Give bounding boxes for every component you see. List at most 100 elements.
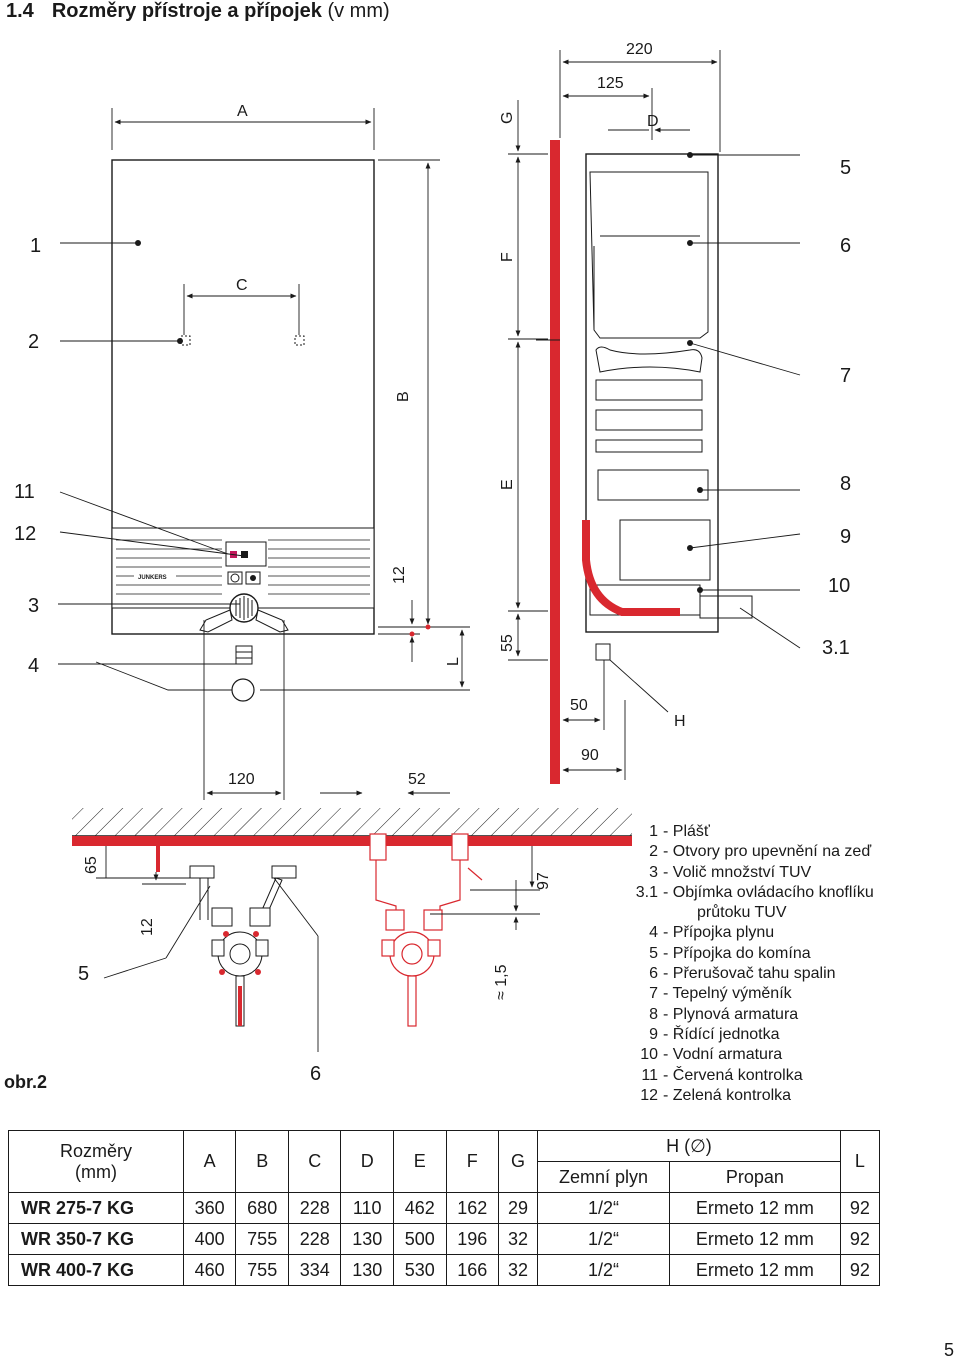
section-title: Rozměry přístroje a přípojek — [51, 0, 322, 22]
legend-item: 6- Přerušovač tahu spalin — [634, 964, 874, 984]
wall-hatching — [72, 808, 632, 836]
col-header-g: G — [498, 1130, 539, 1193]
red-gas-pipe — [582, 520, 680, 616]
legend-item: 1 - Plášť — [634, 822, 874, 842]
dim-c-label: C — [236, 277, 248, 294]
cell: 500 — [392, 1223, 447, 1255]
page-number: 5 — [943, 1340, 954, 1360]
col-header-e: E — [392, 1130, 447, 1193]
dim-55-label: 55 — [499, 634, 516, 652]
legend-number: 4 — [649, 924, 658, 942]
table-corner-cell: Rozměry (mm) — [8, 1130, 184, 1193]
legend-description: průtoku TUV — [697, 904, 787, 922]
callout-3: 3 — [28, 595, 39, 617]
legend-number: 2 — [649, 843, 658, 861]
dimension-drawing: JUNKERS — [14, 41, 851, 1085]
figure-label: obr.2 — [4, 1072, 48, 1092]
legend-description: - Zelená kontrolka — [663, 1086, 792, 1104]
connection-detail: 65 12 97 ≈ 1,5 5 6 — [72, 808, 632, 1085]
dim-d-label: D — [647, 113, 659, 130]
cell: 29 — [498, 1192, 539, 1224]
cell: 530 — [392, 1254, 447, 1286]
callout-6: 6 — [840, 235, 851, 257]
callout-7: 7 — [840, 365, 851, 387]
cell: Ermeto 12 mm — [668, 1223, 841, 1255]
table-row: WR 350-7 KG 400 755 228 130 500 196 32 1… — [8, 1223, 881, 1255]
legend-item: 11- Červená kontrolka — [634, 1066, 874, 1086]
callout-4: 4 — [28, 655, 39, 677]
dim-h-label: H — [674, 713, 686, 730]
callout-9: 9 — [840, 526, 851, 548]
green-indicator-light — [241, 551, 248, 558]
cell: 32 — [498, 1254, 539, 1286]
model-cell: WR 350-7 KG — [8, 1223, 184, 1255]
chimney-connection-front — [231, 678, 255, 702]
legend-number: 5 — [649, 944, 658, 962]
legend-number: 8 — [649, 1005, 658, 1023]
legend-description: - Červená kontrolka — [663, 1066, 803, 1084]
legend-description: - Přípojka do komína — [663, 944, 811, 962]
cell: 400 — [182, 1223, 237, 1255]
dim-l-label: L — [445, 657, 462, 666]
callout-10: 10 — [828, 575, 850, 597]
legend-description: - Řídící jednotka — [663, 1025, 780, 1043]
legend-description: - Objímka ovládacího knoflíku — [663, 883, 874, 901]
dimensions-table: Rozměry (mm) A B C D E F G H (∅) L Zemní… — [8, 1130, 881, 1286]
cell: 1/2“ — [537, 1254, 670, 1286]
legend-number: 3 — [649, 863, 658, 881]
legend-item: průtoku TUV — [634, 903, 874, 923]
cell: 92 — [839, 1223, 881, 1255]
dim-b-label: B — [395, 391, 412, 402]
col-header-f: F — [445, 1130, 500, 1193]
cell: 334 — [287, 1254, 342, 1286]
cell: 162 — [445, 1192, 500, 1224]
front-view: JUNKERS — [111, 159, 375, 702]
cell: 755 — [235, 1223, 289, 1255]
col-header-l: L — [839, 1130, 881, 1193]
table-corner-label: Rozměry — [59, 1140, 132, 1161]
cell: Ermeto 12 mm — [668, 1254, 841, 1286]
legend-description: - Otvory pro upevnění na zeď — [663, 843, 872, 861]
legend-description: - Plynová armatura — [663, 1005, 799, 1023]
dim-90-label: 90 — [581, 747, 599, 764]
dim-125-label: 125 — [597, 75, 624, 92]
legend-item: 9 - Řídící jednotka — [634, 1025, 874, 1045]
mounting-hole-right — [294, 335, 305, 346]
legend-number: 1 — [649, 823, 658, 840]
cell: 130 — [340, 1254, 394, 1286]
cell: 130 — [340, 1223, 394, 1255]
table-header-row: Rozměry (mm) A B C D E F G H (∅) L — [8, 1130, 881, 1193]
legend-item: 5 - Přípojka do komína — [634, 944, 874, 964]
dim-e-label: E — [499, 479, 516, 490]
dim-f-label: F — [499, 252, 516, 262]
dim-12-label: 12 — [391, 566, 408, 584]
cell: 196 — [445, 1223, 500, 1255]
cell: 360 — [182, 1192, 237, 1224]
legend-number: 9 — [649, 1025, 658, 1043]
callout-11: 11 — [14, 481, 35, 503]
legend-description: - Volič množství TUV — [663, 863, 812, 881]
legend-description: - Plášť — [663, 823, 710, 840]
legend-description: - Přípojka plynu — [663, 924, 775, 942]
legend: 1 - Plášť 2 - Otvory pro upevnění na zeď 3 - … — [634, 822, 874, 1106]
gas-connection — [235, 645, 253, 665]
col-subheader-propane: Propan — [668, 1161, 841, 1193]
callout-5: 5 — [840, 157, 851, 179]
callout-12: 12 — [14, 523, 36, 545]
callout-1: 1 — [30, 235, 41, 257]
cell: 1/2“ — [537, 1223, 670, 1255]
cell: Ermeto 12 mm — [668, 1192, 841, 1224]
section-unit: (v mm) — [327, 0, 390, 22]
wall-bar — [550, 140, 560, 784]
cell: 462 — [392, 1192, 447, 1224]
col-subheader-natural-gas: Zemní plyn — [537, 1161, 670, 1193]
legend-item: 4 - Přípojka plynu — [634, 923, 874, 943]
table-corner-unit: (mm) — [74, 1161, 117, 1182]
table-row: WR 275-7 KG 360 680 228 110 462 162 29 1… — [8, 1192, 881, 1224]
cell: 110 — [340, 1192, 394, 1224]
legend-number: 3.1 — [635, 883, 658, 901]
callout-3-1: 3.1 — [822, 637, 850, 659]
mounting-hole-left — [180, 335, 191, 346]
dim-120-label: 120 — [228, 771, 255, 788]
legend-description: - Tepelný výměník — [663, 985, 792, 1003]
